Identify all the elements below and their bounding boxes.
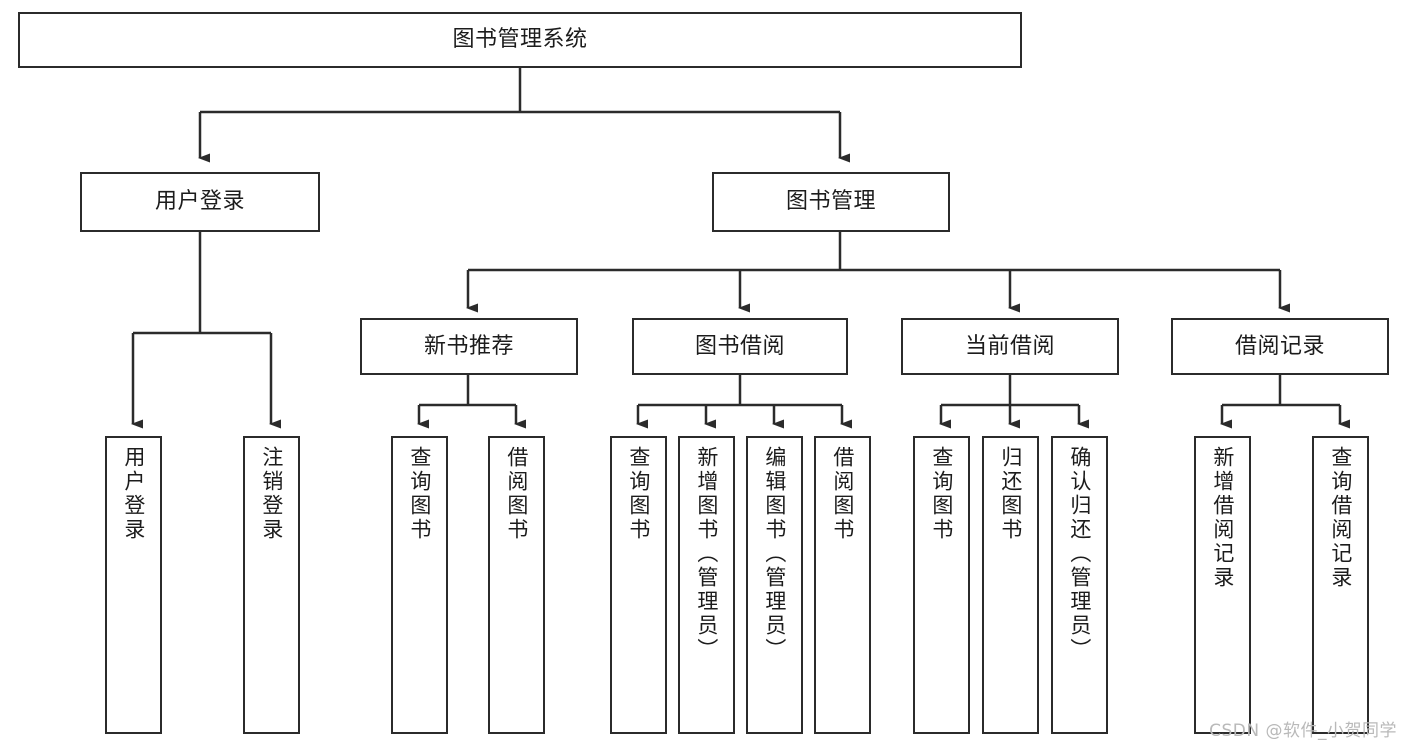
node-leaf-borrow-book[interactable]: 借阅图书 [814, 436, 871, 734]
edge-userlogin-to-leaves [131, 232, 281, 429]
node-leaf-logout-login[interactable]: 注销登录 [243, 436, 300, 734]
node-label: 查询图书 [407, 446, 432, 542]
node-leaf-query-borrow-record[interactable]: 查询借阅记录 [1312, 436, 1369, 734]
node-book-management[interactable]: 图书管理 [712, 172, 950, 232]
node-label: 用户登录 [154, 189, 245, 215]
node-label: 图书管理系统 [452, 27, 588, 53]
node-book-borrow[interactable]: 图书借阅 [632, 318, 848, 375]
node-label: 确认归还（管理员） [1067, 446, 1092, 662]
node-label: 用户登录 [121, 446, 146, 542]
edge-bookmanage-to-level3 [466, 232, 1290, 313]
node-label: 图书管理 [785, 189, 876, 215]
node-leaf-edit-book-admin[interactable]: 编辑图书（管理员） [746, 436, 803, 734]
node-leaf-return-book[interactable]: 归还图书 [982, 436, 1039, 734]
node-root-book-management-system[interactable]: 图书管理系统 [18, 12, 1022, 68]
edge-newbook-to-leaves [417, 375, 526, 429]
node-label: 当前借阅 [964, 333, 1055, 359]
node-label: 归还图书 [998, 446, 1023, 542]
node-leaf-add-book-admin[interactable]: 新增图书（管理员） [678, 436, 735, 734]
node-label: 新书推荐 [423, 333, 514, 359]
node-new-book-recommend[interactable]: 新书推荐 [360, 318, 578, 375]
edge-borrowrecord-to-leaves [1220, 375, 1350, 429]
node-leaf-query-book-borrow[interactable]: 查询图书 [610, 436, 667, 734]
node-leaf-add-borrow-record[interactable]: 新增借阅记录 [1194, 436, 1251, 734]
node-label: 编辑图书（管理员） [762, 446, 787, 662]
node-leaf-borrow-book-recommend[interactable]: 借阅图书 [488, 436, 545, 734]
node-label: 图书借阅 [694, 333, 785, 359]
node-leaf-confirm-return-admin[interactable]: 确认归还（管理员） [1051, 436, 1108, 734]
edge-root-to-level2 [198, 68, 850, 163]
node-borrow-record[interactable]: 借阅记录 [1171, 318, 1389, 375]
node-current-borrow[interactable]: 当前借阅 [901, 318, 1119, 375]
node-label: 查询图书 [626, 446, 651, 542]
node-label: 新增图书（管理员） [694, 446, 719, 662]
node-label: 借阅图书 [830, 446, 855, 542]
node-leaf-query-book-current[interactable]: 查询图书 [913, 436, 970, 734]
node-user-login[interactable]: 用户登录 [80, 172, 320, 232]
node-label: 查询借阅记录 [1328, 446, 1353, 590]
edge-bookborrow-to-leaves [636, 375, 852, 429]
node-label: 新增借阅记录 [1210, 446, 1235, 590]
node-label: 借阅图书 [504, 446, 529, 542]
node-label: 查询图书 [929, 446, 954, 542]
node-leaf-query-book-recommend[interactable]: 查询图书 [391, 436, 448, 734]
node-label: 注销登录 [259, 446, 284, 542]
node-label: 借阅记录 [1234, 333, 1325, 359]
edge-currentborrow-to-leaves [939, 375, 1089, 429]
node-leaf-user-login[interactable]: 用户登录 [105, 436, 162, 734]
